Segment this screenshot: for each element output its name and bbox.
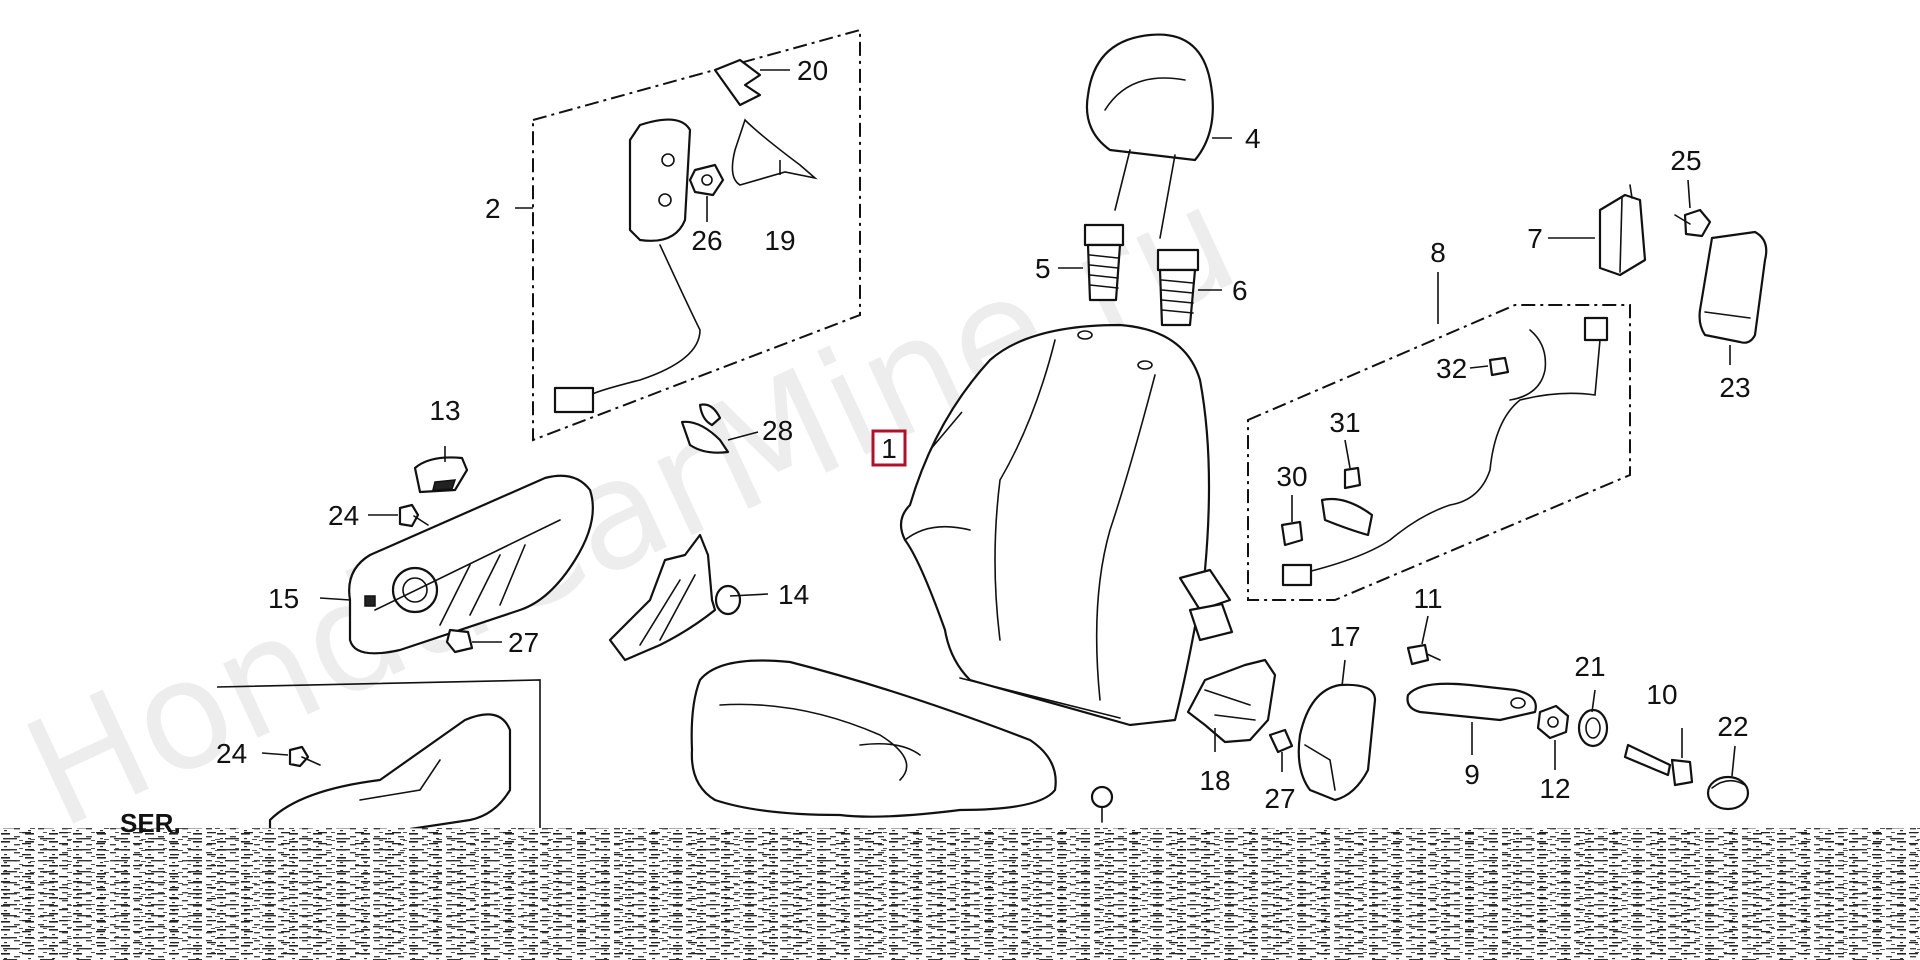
clip-part-30 (1280, 520, 1304, 547)
callout-11: 11 (1413, 583, 1442, 614)
callout-26: 26 (691, 225, 722, 256)
callout-9: 9 (1464, 759, 1480, 790)
seat-back-part (899, 323, 1211, 727)
cap-part-22 (1706, 775, 1750, 811)
seat-cushion-part (690, 659, 1114, 823)
bolt-part-24-upper (398, 503, 429, 528)
callout-25: 25 (1670, 145, 1701, 176)
clip-part-20 (713, 58, 762, 107)
side-airbag-part (553, 118, 701, 414)
callout-5: 5 (1035, 253, 1051, 284)
band-clip-part-28 (680, 403, 730, 454)
inset-box-harness (1247, 304, 1631, 601)
inner-cover-part-14 (608, 533, 742, 662)
callout-24-upper: 24 (328, 500, 359, 531)
callout-10: 10 (1646, 679, 1677, 710)
inset-box-lower (216, 679, 541, 830)
bolt-part-10 (1623, 743, 1694, 787)
bushing-part-21 (1577, 708, 1609, 748)
callout-18: 18 (1199, 765, 1230, 796)
screw-part-11 (1406, 643, 1441, 666)
clip-part-31 (1343, 466, 1362, 490)
callout-15: 15 (268, 583, 299, 614)
harness-part-8 (1281, 316, 1609, 587)
callout-27-right: 27 (1264, 783, 1295, 814)
highlight-box-1 (871, 429, 907, 467)
seat-back-connectors (1178, 568, 1234, 642)
cut-off-text: SER. (120, 808, 181, 838)
callout-20: 20 (797, 55, 828, 86)
callout-labels: 1 2 4 5 6 7 8 9 10 11 12 13 14 15 17 18 … (216, 55, 1751, 814)
headrest-guide-left-part (1083, 223, 1125, 302)
clip-part-32 (1488, 356, 1510, 377)
corrupted-scan-band: SER. (0, 808, 1920, 960)
control-unit-part-7 (1598, 184, 1647, 277)
lever-part-9 (1406, 682, 1537, 722)
callout-2: 2 (485, 193, 501, 224)
trim-part-18 (1186, 658, 1277, 744)
knob-part-13 (413, 456, 469, 494)
callout-28: 28 (762, 415, 793, 446)
callout-17: 17 (1329, 621, 1360, 652)
callout-32: 32 (1436, 353, 1467, 384)
callout-14: 14 (778, 579, 809, 610)
headrest-part (1085, 33, 1214, 239)
wire-clip-part-19 (731, 118, 818, 186)
callout-30: 30 (1276, 461, 1307, 492)
callout-13: 13 (429, 395, 460, 426)
bolt-part-25 (1674, 208, 1712, 238)
callout-12: 12 (1539, 773, 1570, 804)
callout-19: 19 (764, 225, 795, 256)
callout-8: 8 (1430, 237, 1446, 268)
callout-21: 21 (1574, 651, 1605, 682)
callout-23: 23 (1719, 372, 1750, 403)
callout-24-lower: 24 (216, 738, 247, 769)
callout-1: 1 (881, 433, 897, 464)
callout-31: 31 (1329, 407, 1360, 438)
lower-inset-cover-part (268, 713, 512, 837)
nut-part-12 (1536, 704, 1570, 740)
cover-part-17 (1297, 683, 1377, 802)
side-cover-part-15 (348, 474, 594, 655)
callout-7: 7 (1527, 223, 1543, 254)
nut-part-26 (688, 163, 725, 197)
headrest-guide-right-part (1156, 248, 1200, 327)
cover-part-23 (1698, 230, 1768, 344)
inset-box-headrest-side (532, 28, 861, 442)
callout-6: 6 (1232, 275, 1248, 306)
clip-part-27-left (445, 628, 474, 654)
callout-4: 4 (1245, 123, 1261, 154)
clip-part-27-right (1268, 728, 1294, 754)
callout-27-left: 27 (508, 627, 539, 658)
callout-22: 22 (1717, 711, 1748, 742)
leader-lines (261, 69, 1736, 777)
